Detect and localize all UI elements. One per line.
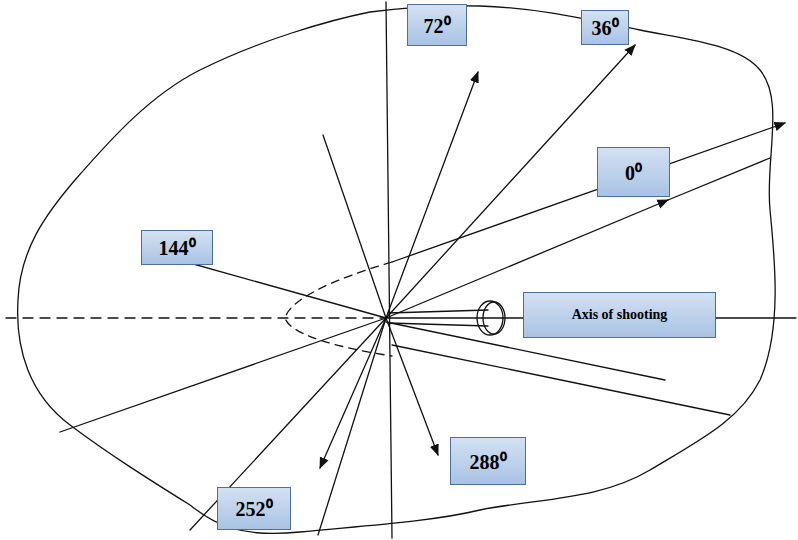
direction-ray bbox=[60, 318, 386, 432]
angle-label-box: 72⁰ bbox=[407, 4, 467, 46]
angle-label: 0⁰ bbox=[625, 159, 642, 186]
horizontal-axis-dashed bbox=[6, 317, 385, 318]
direction-ray bbox=[386, 72, 478, 318]
direction-ray bbox=[392, 123, 785, 262]
direction-ray bbox=[172, 258, 386, 318]
angle-label-box: 288⁰ bbox=[450, 437, 526, 485]
axis-label: Axis of shooting bbox=[572, 307, 668, 323]
direction-ray bbox=[318, 318, 386, 535]
direction-ray bbox=[320, 318, 386, 468]
angle-label: 144⁰ bbox=[159, 234, 196, 261]
vertical-axis bbox=[386, 2, 392, 538]
angle-label: 72⁰ bbox=[424, 12, 451, 39]
angle-label: 252⁰ bbox=[236, 495, 273, 522]
angle-label: 288⁰ bbox=[470, 448, 507, 475]
direction-ray bbox=[668, 158, 770, 200]
angle-label-box: 0⁰ bbox=[597, 147, 670, 197]
direction-ray bbox=[392, 345, 730, 415]
angle-label: 36⁰ bbox=[592, 14, 619, 41]
direction-ray bbox=[323, 135, 386, 318]
barrel-muzzle bbox=[477, 301, 503, 335]
angle-label-box: 36⁰ bbox=[581, 10, 629, 45]
axis-label-box: Axis of shooting bbox=[523, 292, 716, 338]
angle-label-box: 144⁰ bbox=[141, 230, 213, 265]
barrel-muzzle bbox=[483, 302, 505, 334]
angle-label-box: 252⁰ bbox=[217, 487, 291, 530]
direction-ray bbox=[190, 318, 386, 530]
direction-ray bbox=[386, 318, 438, 455]
region-outline bbox=[18, 6, 776, 534]
